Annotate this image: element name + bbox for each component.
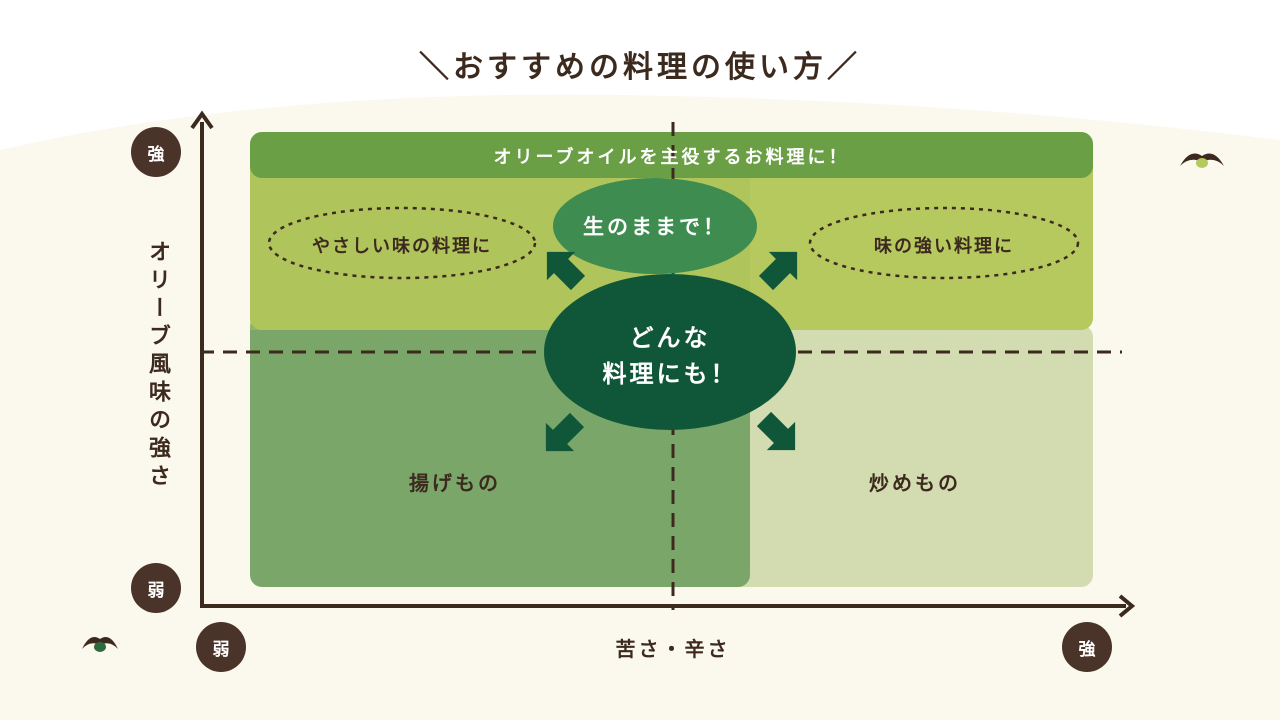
quadrant-top-left-label: やさしい味の料理に (312, 236, 492, 257)
y-axis-arrow (190, 110, 214, 130)
x-axis-low-badge: 弱 (196, 622, 246, 672)
y-axis-low-badge: 弱 (131, 563, 181, 613)
background-wave-white (0, 0, 1280, 150)
quadrant-bottom-left-label: 揚げもの (409, 471, 501, 495)
arrow-up-left (546, 251, 586, 291)
center-main-label-line1: どんな (629, 324, 711, 352)
x-axis-high-badge: 強 (1062, 622, 1112, 672)
ellipse-top-right (808, 206, 1080, 280)
x-axis-arrow (1118, 594, 1136, 618)
arrow-up-right (758, 251, 798, 291)
arrow-icon (545, 251, 798, 452)
quadrant-top-right-label: 味の強い料理に (874, 236, 1014, 257)
arrow-down-left (545, 412, 585, 452)
ellipse-center-main (544, 274, 796, 430)
ellipse-top-left (267, 206, 537, 280)
olive-branch-icon (1180, 153, 1224, 168)
arrow-down-right (756, 411, 796, 451)
center-main-label-line2: 料理にも！ (602, 360, 738, 388)
ellipse-center-top (553, 178, 757, 274)
banner-label: オリーブオイルを主役するお料理に！ (493, 147, 850, 168)
page-title: ＼おすすめの料理の使い方／ (419, 50, 861, 85)
y-axis-high-badge: 強 (131, 127, 181, 177)
quadrant-bottom-right-label: 炒めもの (869, 471, 961, 495)
y-axis-label: オリーブ風味の強さ (145, 240, 170, 492)
x-axis-label: 苦さ・辛さ (615, 637, 731, 661)
olive-branch-icon-bottom (82, 636, 118, 652)
center-top-label: 生のままで！ (583, 215, 727, 239)
